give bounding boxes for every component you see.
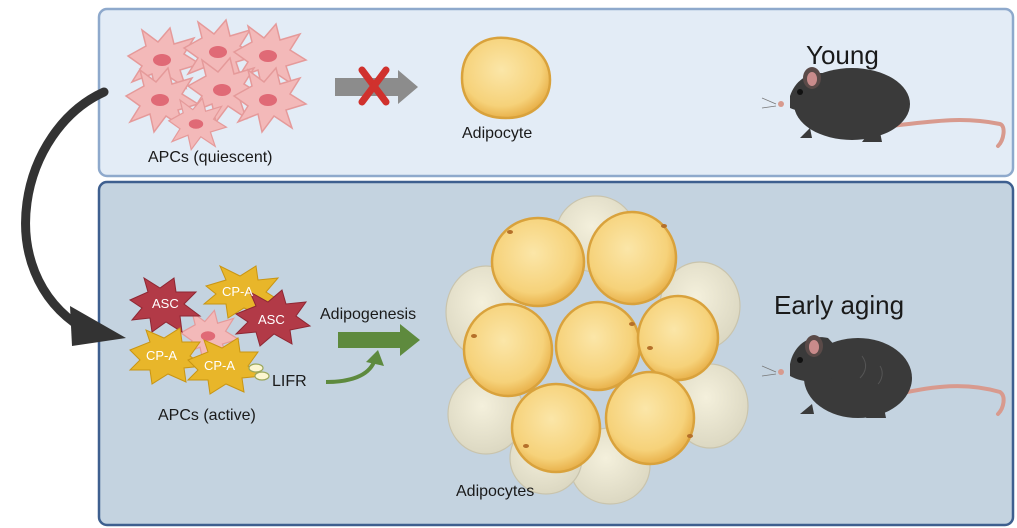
young-label: Young	[806, 40, 879, 70]
adipogenesis-label: Adipogenesis	[320, 306, 416, 323]
lifr-curved-arrow	[325, 350, 384, 384]
lifr-receptor-icon	[248, 363, 270, 381]
top-panel: APCs (quiescent) Adipocyte Young	[97, 7, 1015, 178]
cpa-label-2: CP-A	[146, 348, 177, 363]
lifr-label: LIFR	[272, 373, 307, 390]
block-cross-icon	[358, 66, 390, 106]
bottom-panel: ASC CP-A ASC CP-A CP-A APCs (active) LIF…	[97, 180, 1015, 527]
young-mouse-icon	[761, 67, 1006, 148]
aging-mouse-icon	[761, 335, 1006, 418]
cpa-label-1: CP-A	[222, 284, 253, 299]
active-apc-label: APCs (active)	[158, 407, 256, 424]
adipocyte-cluster	[445, 195, 749, 505]
asc-cell-1	[128, 276, 202, 333]
cpa-label-3: CP-A	[204, 358, 235, 373]
adipocytes-label: Adipocytes	[456, 483, 534, 500]
early-aging-label: Early aging	[774, 290, 904, 320]
adipocyte	[460, 36, 552, 120]
adipocyte-label: Adipocyte	[462, 125, 532, 142]
asc-cell-2	[234, 289, 312, 347]
adipogenesis-arrow	[338, 324, 420, 356]
asc-label-2: ASC	[258, 312, 285, 327]
active-apc-cluster: ASC CP-A ASC CP-A CP-A	[128, 264, 312, 395]
blocked-arrow	[335, 66, 418, 106]
transition-arrow	[21, 87, 126, 346]
asc-label-1: ASC	[152, 296, 179, 311]
quiescent-apc-label: APCs (quiescent)	[148, 149, 273, 166]
